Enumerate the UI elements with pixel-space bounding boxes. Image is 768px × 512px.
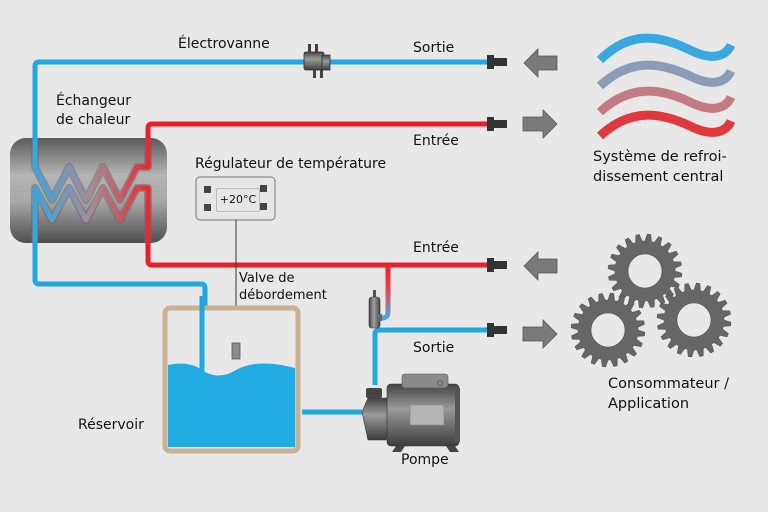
- solenoid-valve-label: Électrovanne: [178, 36, 270, 52]
- gear-icon: [656, 282, 732, 358]
- central-cooling-icon: [596, 33, 736, 140]
- gear-icon: [607, 233, 683, 309]
- top-outlet-label: Sortie: [413, 40, 455, 56]
- reservoir: [162, 296, 301, 454]
- overflow-valve: [368, 290, 382, 329]
- gear-icon: [570, 292, 646, 368]
- temp-regulator-label: Régulateur de température: [195, 156, 387, 172]
- cold-pipe-bottom: [372, 327, 490, 385]
- gears-icon: [570, 233, 732, 368]
- arrow-right-icon: [522, 319, 558, 349]
- consumer-label-2: Application: [608, 396, 690, 412]
- arrow-left-icon: [523, 251, 558, 281]
- top-inlet-label: Entrée: [413, 133, 459, 149]
- cold-pipe-reservoir: [32, 240, 208, 372]
- connector-top-outlet: [487, 55, 507, 69]
- central-cooling-label-2: dissement central: [593, 169, 724, 185]
- heat-exchanger-label-2: de chaleur: [56, 112, 131, 128]
- bottom-outlet-label: Sortie: [413, 340, 455, 356]
- overflow-riser-pipe: [378, 265, 391, 321]
- consumer-label-1: Consommateur /: [608, 376, 729, 392]
- arrow-left-icon: [523, 48, 558, 78]
- solenoid-valve: [303, 44, 331, 78]
- hot-pipe-top: [145, 121, 490, 165]
- overflow-valve-label-1: Valve de: [239, 271, 295, 286]
- connector-bottom-inlet: [487, 258, 507, 272]
- pump-label: Pompe: [401, 452, 449, 468]
- bottom-inlet-label: Entrée: [413, 240, 459, 256]
- connector-top-inlet: [487, 117, 507, 131]
- arrow-right-icon: [522, 109, 558, 139]
- overflow-valve-label-2: débordement: [239, 288, 327, 303]
- reservoir-label: Réservoir: [78, 417, 144, 433]
- heat-exchanger-label-1: Échangeur: [56, 93, 131, 109]
- cold-pipe-top: [32, 59, 490, 165]
- connector-bottom-outlet: [487, 323, 507, 337]
- temp-display: +20°C: [216, 188, 260, 212]
- central-cooling-label-1: Système de refroi-: [593, 149, 727, 165]
- hot-pipe-bottom: [145, 240, 490, 268]
- heat-exchanger: [10, 138, 167, 243]
- pump: [361, 373, 460, 452]
